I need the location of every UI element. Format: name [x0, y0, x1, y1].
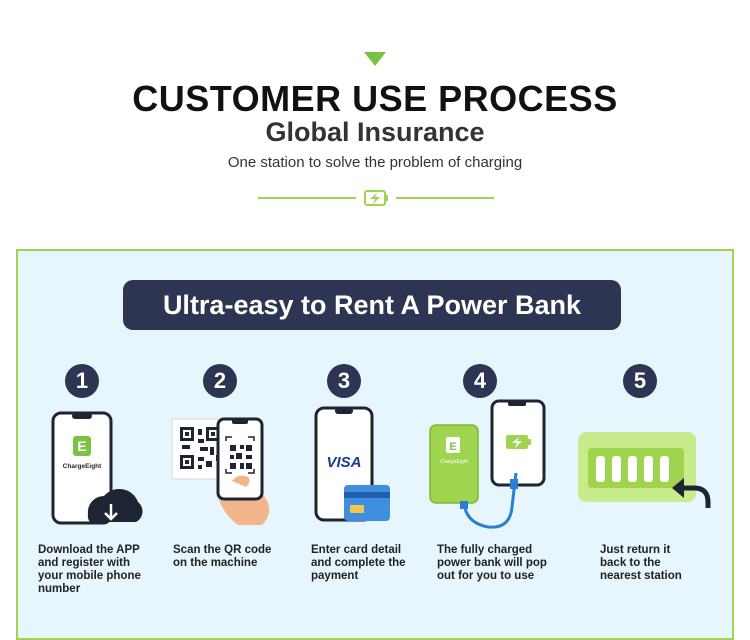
step-text-2: Scan the QR code on the machine: [173, 544, 272, 569]
step-text-5: Just return it back to the nearest stati…: [600, 544, 682, 582]
step-number-3: 3: [327, 364, 361, 398]
step-number-2: 2: [203, 364, 237, 398]
card-payment-icon: VISA: [314, 406, 390, 522]
step-text-3: Enter card detail and complete the payme…: [311, 544, 406, 582]
qr-scan-icon: [171, 417, 270, 525]
power-bank-charging-icon: E ChargeEight: [429, 399, 546, 529]
page-title: CUSTOMER USE PROCESS: [132, 78, 618, 119]
tagline: One station to solve the problem of char…: [227, 154, 523, 171]
step-text-4: The fully charged power bank will pop ou…: [437, 544, 547, 582]
visa-logo: VISA: [326, 454, 361, 471]
rent-banner: Ultra-easy to Rent A Power Bank: [123, 280, 621, 330]
step-number-5: 5: [623, 364, 657, 398]
step-number-1: 1: [65, 364, 99, 398]
svg-text:ChargeEight: ChargeEight: [440, 459, 468, 465]
page-subtitle: Global Insurance: [265, 117, 485, 147]
step-text-1: Download the APP and register with your …: [38, 544, 141, 595]
return-station-icon: [578, 432, 711, 508]
svg-text:E: E: [449, 441, 456, 453]
chevron-down-icon: [364, 52, 386, 66]
phone-app-download-icon: E ChargeEight: [51, 411, 143, 525]
app-name-label: ChargeEight: [63, 463, 102, 470]
battery-divider-icon: [258, 190, 494, 206]
step-number-4: 4: [463, 364, 497, 398]
svg-text:E: E: [77, 438, 86, 454]
